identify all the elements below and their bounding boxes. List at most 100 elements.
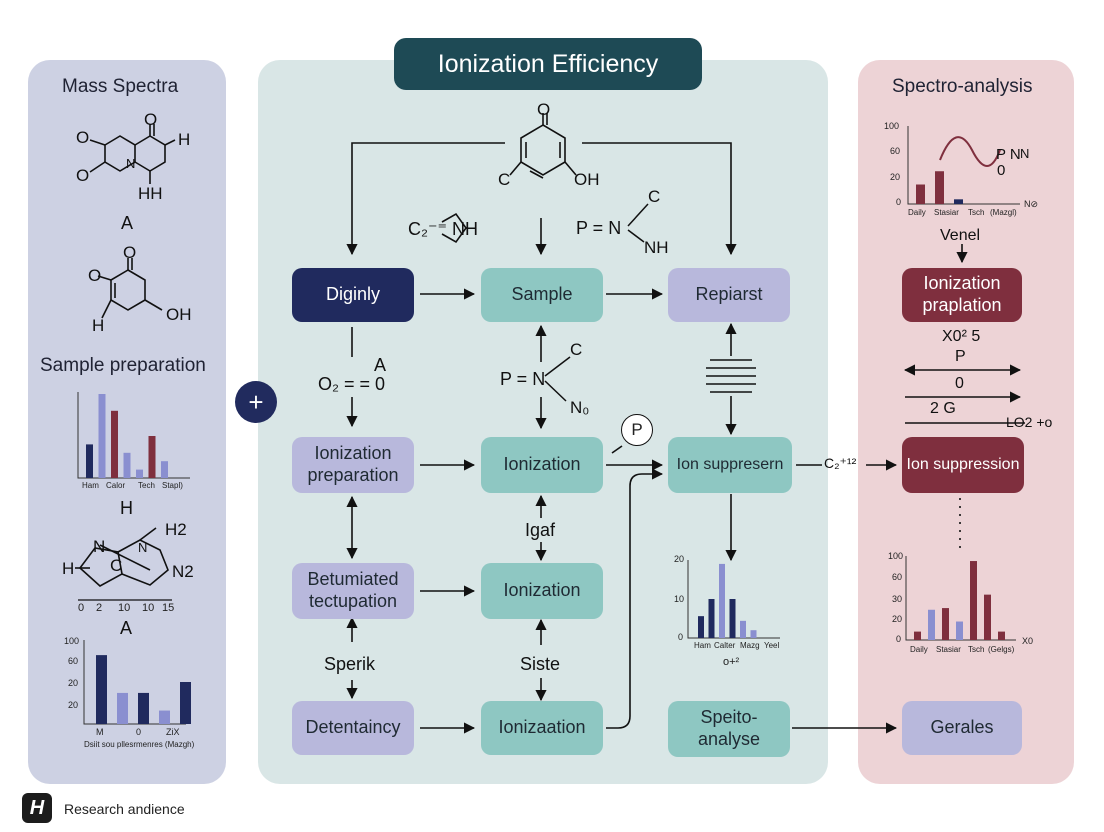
node-speito-analyse[interactable]: Speito- analyse bbox=[668, 701, 790, 757]
chart5-ytick-0: 0 bbox=[896, 634, 902, 644]
chart2-axes bbox=[83, 640, 186, 725]
chart2-ytick-20b: 20 bbox=[68, 700, 79, 710]
mol3-atom-n-1: N bbox=[93, 537, 106, 556]
chart5-axes bbox=[905, 556, 1016, 641]
chart4-wave bbox=[939, 136, 1001, 167]
chart1-xlabel-4: Stapl) bbox=[162, 481, 183, 490]
chart5-bar-3 bbox=[942, 608, 949, 640]
chart1-bar-1 bbox=[86, 444, 93, 478]
chart4-xlabel-1: Daily bbox=[908, 208, 926, 217]
chart2-ytick-20a: 20 bbox=[68, 678, 79, 688]
label-a-1: A bbox=[121, 213, 134, 233]
chart2-bar-2 bbox=[117, 692, 128, 724]
node-gerales[interactable]: Gerales bbox=[902, 701, 1022, 755]
chart5-ytick-20: 20 bbox=[892, 614, 903, 624]
chart4-axes bbox=[907, 126, 1020, 205]
chart1-axes bbox=[77, 392, 190, 479]
chart5-xlabel-4: (Gelgs) bbox=[988, 645, 1015, 654]
chart2-bar-1 bbox=[96, 655, 107, 724]
chart2-xtick-zix: ZiX bbox=[166, 727, 180, 737]
chart2-bar-5 bbox=[180, 682, 191, 724]
chart4-label-0: 0 bbox=[997, 162, 1006, 179]
chart5-bar-6 bbox=[984, 594, 991, 640]
chart5-ytick-30: 30 bbox=[892, 594, 903, 604]
chart3-xlabel-3: Mazg bbox=[740, 641, 760, 650]
axis-tick-10a: 10 bbox=[118, 602, 131, 614]
chart3-xlabel-2: Calter bbox=[714, 641, 736, 650]
chart3-axes bbox=[687, 560, 780, 639]
mol3-atom-c: C bbox=[110, 556, 123, 575]
chart2-xtick-m: M bbox=[96, 727, 104, 737]
filter-symbol bbox=[706, 359, 756, 393]
chart3-ytick-0: 0 bbox=[678, 632, 684, 642]
node-ion-suppression[interactable]: Ion suppression bbox=[902, 437, 1024, 493]
axis-tick-10b: 10 bbox=[142, 602, 155, 614]
top-mol-atom-o: O bbox=[537, 100, 551, 119]
node-ionization-2[interactable]: Ionization bbox=[481, 563, 603, 619]
left-panel bbox=[28, 60, 226, 784]
node-ionization-preparation[interactable]: Ionization preparation bbox=[292, 437, 414, 493]
node-repiarst[interactable]: Repiarst bbox=[668, 268, 790, 322]
node-detentaincy[interactable]: Detentaincy bbox=[292, 701, 414, 755]
chart2-ytick-60: 60 bbox=[68, 656, 79, 666]
formula-pn-nh: NH bbox=[644, 238, 669, 257]
chart5-xlabel-1: Daily bbox=[910, 645, 928, 654]
chart1-xlabel-3: Tech bbox=[138, 481, 155, 490]
chart2-xtick-0: 0 bbox=[136, 727, 142, 737]
chart4-xunit: N⊘ bbox=[1024, 199, 1039, 209]
chart3-bar-1 bbox=[698, 616, 704, 638]
axis-tick-15: 15 bbox=[162, 602, 175, 614]
chart4-label-n: N bbox=[1020, 146, 1030, 161]
axis-tick-0: 0 bbox=[78, 602, 85, 614]
formula-c2-nh: C₂⁻⁼ NH bbox=[408, 219, 478, 239]
chart3-xlabel-1: Ham bbox=[694, 641, 711, 650]
chart1-bar-5 bbox=[136, 469, 143, 478]
label-a-center: A bbox=[374, 355, 387, 375]
node-ionizaation[interactable]: Ionizaation bbox=[481, 701, 603, 755]
molecule-1-structure bbox=[89, 124, 176, 184]
molecule-3-structure bbox=[75, 527, 172, 601]
chart1-bar-7 bbox=[161, 461, 168, 478]
formula-p: P bbox=[955, 348, 966, 365]
footer-text: Research andience bbox=[64, 801, 185, 817]
chart3-ytick-10: 10 bbox=[674, 594, 685, 604]
chart2-bar-3 bbox=[138, 692, 149, 724]
mol1-atom-hh: HH bbox=[138, 184, 163, 203]
chart4-ytick-20: 20 bbox=[890, 172, 901, 182]
chart1-xlabel-2: Calor bbox=[106, 481, 126, 490]
top-mol-atom-c: C bbox=[498, 170, 511, 189]
formula-x0-5: X0² 5 bbox=[942, 328, 981, 345]
chart3-bar-4 bbox=[729, 599, 736, 638]
label-igaf: Igaf bbox=[525, 520, 556, 540]
node-diginly[interactable]: Diginly bbox=[292, 268, 414, 322]
mol3-atom-h: H bbox=[62, 559, 75, 578]
label-a-2: A bbox=[120, 618, 133, 638]
chart5-bar-4 bbox=[956, 621, 963, 640]
p-circle-marker: P bbox=[621, 414, 653, 446]
node-sample[interactable]: Sample bbox=[481, 268, 603, 322]
chart3-bar-3 bbox=[719, 563, 725, 638]
label-h: H bbox=[120, 498, 133, 518]
node-betumiated-tectupation[interactable]: Betumiated tectupation bbox=[292, 563, 414, 619]
chart2-bar-4 bbox=[159, 710, 170, 724]
chart4-bar-3 bbox=[954, 199, 963, 204]
cyclic-nh-bracket bbox=[441, 212, 467, 244]
chart1-bar-6 bbox=[148, 436, 156, 478]
chart3-bar-2 bbox=[708, 599, 715, 638]
chart5-bar-5 bbox=[970, 561, 977, 640]
sample-preparation-heading: Sample preparation bbox=[40, 355, 206, 376]
chart4-bar-1 bbox=[916, 184, 925, 204]
label-pnc-p: P = N bbox=[500, 369, 546, 389]
axis-tick-2: 2 bbox=[96, 602, 103, 614]
molecule-2-structure bbox=[97, 258, 163, 319]
node-ionization-praplation[interactable]: Ionization praplation bbox=[902, 268, 1022, 322]
chart2-ytick-100: 100 bbox=[64, 636, 80, 646]
node-ionization-1[interactable]: Ionization bbox=[481, 437, 603, 493]
mol3-atom-h2: H2 bbox=[165, 520, 187, 539]
label-o2: O₂ = = 0 bbox=[318, 374, 386, 394]
chart5-bar-7 bbox=[998, 631, 1005, 640]
label-siste: Siste bbox=[520, 654, 561, 674]
node-ion-suppresern[interactable]: Ion suppresern bbox=[668, 437, 792, 493]
formula-pn: P = N bbox=[576, 218, 622, 238]
